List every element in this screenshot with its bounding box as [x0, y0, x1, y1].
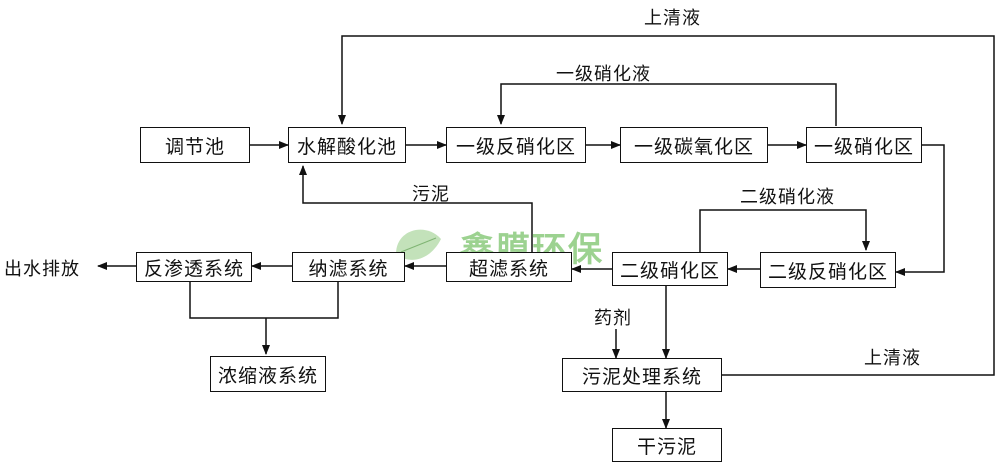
box-chaolv: 超滤系统	[446, 252, 572, 282]
label-wuni: 污泥	[412, 184, 450, 205]
box-yiji-xiaohua: 一级硝化区	[806, 127, 922, 163]
label-yaoji: 药剂	[594, 308, 632, 329]
label-shangqingye-bottom: 上清液	[864, 348, 921, 369]
loop-yiji-xiaohuaye	[497, 83, 837, 126]
leaf-logo-watermark	[396, 229, 441, 260]
box-yiji-tan: 一级碳氧化区	[620, 127, 768, 163]
label-shangqingye-top: 上清液	[644, 8, 701, 29]
box-wuni-chuli: 污泥处理系统	[562, 358, 722, 392]
box-erji-xiaohua: 二级硝化区	[612, 252, 728, 286]
box-shuijie: 水解酸化池	[288, 127, 406, 163]
box-nalv: 纳滤系统	[292, 252, 405, 282]
arrow-xiaohua1-to-fanxiaohua2	[895, 144, 945, 276]
box-gan-wuni: 干污泥	[612, 428, 722, 462]
loop-wuni-return	[299, 165, 533, 252]
box-erji-fanxiaohua: 二级反硝化区	[760, 252, 896, 288]
box-nongsuo: 浓缩液系统	[210, 356, 326, 392]
box-tiaojie: 调节池	[140, 127, 250, 163]
label-chushui: 出水排放	[4, 259, 80, 280]
box-yiji-fanxiaohua: 一级反硝化区	[446, 127, 586, 163]
loop-erji-xiaohuaye	[699, 209, 870, 252]
label-yiji-xiaohuaye: 一级硝化液	[556, 64, 651, 85]
box-fanshentou: 反渗透系统	[136, 252, 252, 282]
label-erji-xiaohuaye: 二级硝化液	[740, 187, 835, 208]
loop-shangqingye	[338, 35, 995, 376]
line-to-nongsuo	[189, 282, 339, 319]
